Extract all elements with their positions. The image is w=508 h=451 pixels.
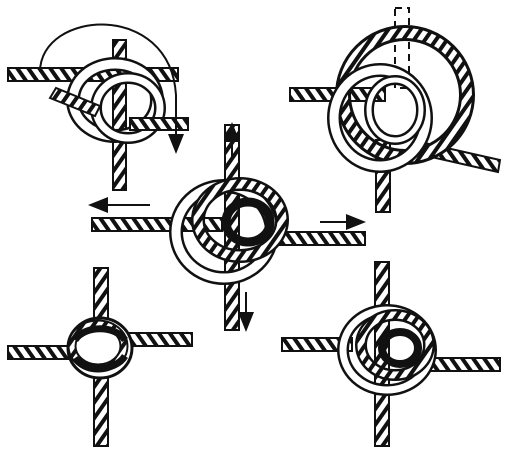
panel-step-5 bbox=[282, 262, 500, 446]
rope-end-right bbox=[130, 118, 188, 130]
panel-step-4 bbox=[8, 268, 192, 446]
panel-step-1 bbox=[8, 25, 188, 190]
rope-loop-small-inner bbox=[369, 80, 421, 140]
panel-step-2 bbox=[290, 8, 500, 212]
panel-step-3 bbox=[92, 125, 365, 330]
